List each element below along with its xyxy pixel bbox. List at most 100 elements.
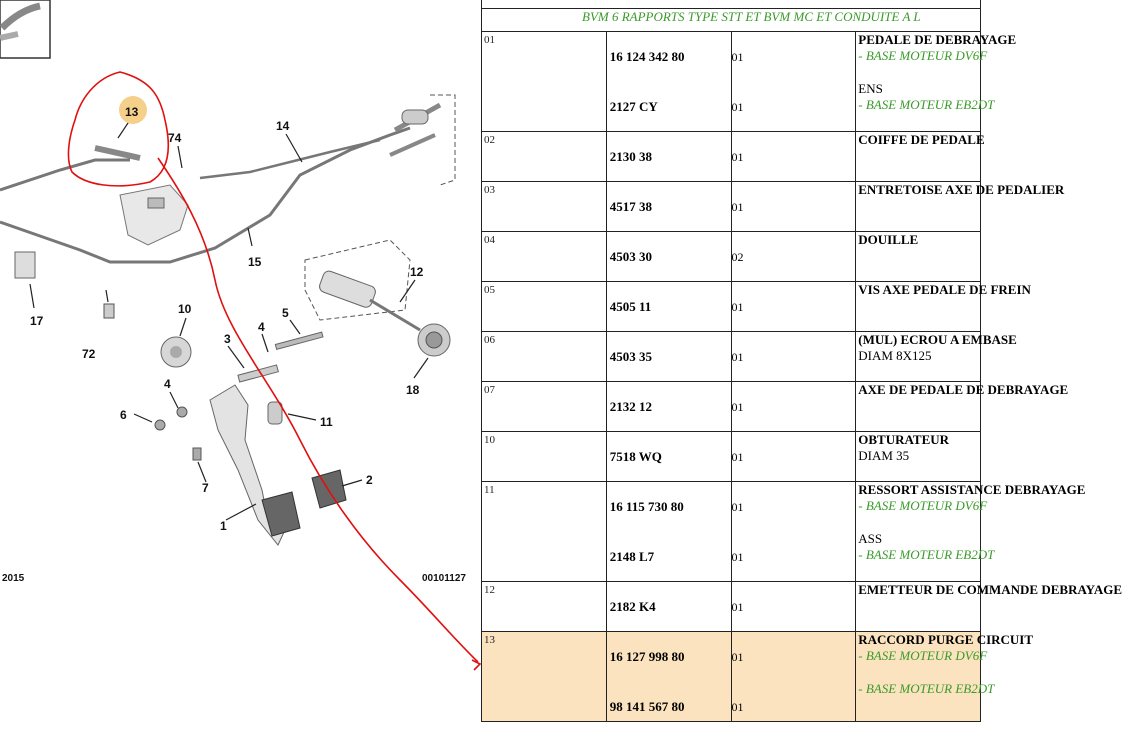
table-header: BVM 6 RAPPORTS TYPE STT ET BVM MC ET CON… [481, 8, 981, 32]
row-index: 05 [481, 281, 607, 332]
callout-4: 4 [258, 320, 265, 334]
part-note: - BASE MOTEUR EB2DT [858, 547, 995, 562]
spacer [732, 332, 856, 349]
spacer [858, 598, 980, 615]
diagram-code: 00101127 [422, 573, 466, 584]
row-desc: ENTRETOISE AXE DE PEDALIER [855, 181, 1064, 232]
part-reference[interactable]: 4517 38 [609, 199, 652, 214]
row-refs: 4517 38 [605, 181, 732, 232]
part-reference[interactable]: 16 127 998 80 [609, 649, 685, 664]
part-reference[interactable]: 4503 30 [609, 249, 652, 264]
spacer [858, 198, 980, 215]
part-reference[interactable]: 4503 35 [609, 349, 652, 364]
spacer [610, 582, 731, 599]
spacer [732, 482, 856, 499]
part-quantity: 01 [731, 550, 744, 564]
callout-18: 18 [406, 383, 420, 397]
part-quantity: 01 [731, 200, 744, 214]
part-note: - BASE MOTEUR EB2DT [858, 97, 995, 112]
spacer [732, 282, 856, 299]
row-index: 06 [481, 331, 607, 382]
part-note: - BASE MOTEUR DV6F [858, 48, 988, 63]
row-refs: 4505 11 [605, 281, 732, 332]
spacer [610, 332, 731, 349]
callout-6: 6 [120, 408, 127, 422]
pedal-assembly [14, 145, 347, 546]
part-quantity: 01 [731, 500, 744, 514]
row-index: 10 [481, 431, 607, 482]
spacer [610, 282, 731, 299]
row-desc: RACCORD PURGE CIRCUIT- BASE MOTEUR DV6F-… [855, 631, 1034, 722]
part-reference[interactable]: 16 124 342 80 [609, 49, 685, 64]
part-quantity: 01 [731, 600, 744, 614]
row-refs: 16 127 998 80 98 141 567 80 [605, 631, 732, 722]
spacer [732, 32, 856, 49]
part-title: DOUILLE [858, 232, 919, 247]
row-qtys: 01 [730, 331, 857, 382]
highlight-marker [119, 96, 147, 124]
spacer [732, 682, 856, 699]
callout-15: 15 [248, 255, 262, 269]
table-header-row: BVM 6 RAPPORTS TYPE STT ET BVM MC ET CON… [481, 8, 981, 32]
spacer [732, 65, 856, 82]
callout-11: 11 [320, 415, 333, 429]
row-qtys: 01 01 [730, 481, 857, 582]
part-reference[interactable]: 2132 12 [609, 399, 652, 414]
part-reference[interactable]: 2148 L7 [609, 549, 655, 564]
part-reference[interactable]: 2182 K4 [609, 599, 656, 614]
row-refs: 2182 K4 [605, 581, 732, 632]
part-quantity: 01 [731, 400, 744, 414]
row-refs: 2132 12 [605, 381, 732, 432]
part-reference[interactable]: 2130 38 [609, 149, 652, 164]
row-refs: 16 115 730 80 2148 L7 [605, 481, 732, 582]
part-reference[interactable]: 4505 11 [609, 299, 652, 314]
spacer [858, 664, 980, 681]
row-qtys: 01 [730, 381, 857, 432]
spacer [732, 665, 856, 682]
parts-diagram: 13 74 14 15 17 72 10 3 4 5 12 18 6 4 11 … [0, 0, 482, 726]
part-reference[interactable]: 16 115 730 80 [609, 499, 684, 514]
callout-74: 74 [168, 131, 182, 145]
parts-panel: BVM 6 RAPPORTS TYPE STT ET BVM MC ET CON… [481, 0, 1122, 726]
row-index: 13 [481, 631, 607, 722]
part-note: - BASE MOTEUR EB2DT [858, 681, 995, 696]
callout-17: 17 [30, 314, 44, 328]
part-reference[interactable]: 98 141 567 80 [609, 699, 685, 714]
row-desc: DOUILLE [855, 231, 981, 282]
clutch-pipe [0, 102, 442, 264]
spacer [610, 682, 731, 699]
callout-7: 7 [202, 481, 209, 495]
part-note: DIAM 8X125 [858, 348, 932, 363]
spacer [610, 432, 731, 449]
part-title: RESSORT ASSISTANCE DEBRAYAGE [858, 482, 1086, 497]
part-reference[interactable]: 7518 WQ [609, 449, 662, 464]
callout-72: 72 [82, 347, 96, 361]
red-annotation [67, 71, 482, 671]
row-desc: COIFFE DE PEDALE [855, 131, 985, 182]
row-refs: 7518 WQ [605, 431, 732, 482]
row-index: 11 [481, 481, 607, 582]
spacer [732, 532, 856, 549]
row-qtys: 01 [730, 131, 857, 182]
spacer [610, 632, 731, 649]
part-title: RACCORD PURGE CIRCUIT [858, 632, 1034, 647]
callout-3: 3 [224, 332, 231, 346]
row-desc: RESSORT ASSISTANCE DEBRAYAGE - BASE MOTEU… [855, 481, 1086, 582]
part-reference[interactable]: 2127 CY [609, 99, 658, 114]
row-qtys: 01 [730, 181, 857, 232]
row-qtys: 02 [730, 231, 857, 282]
